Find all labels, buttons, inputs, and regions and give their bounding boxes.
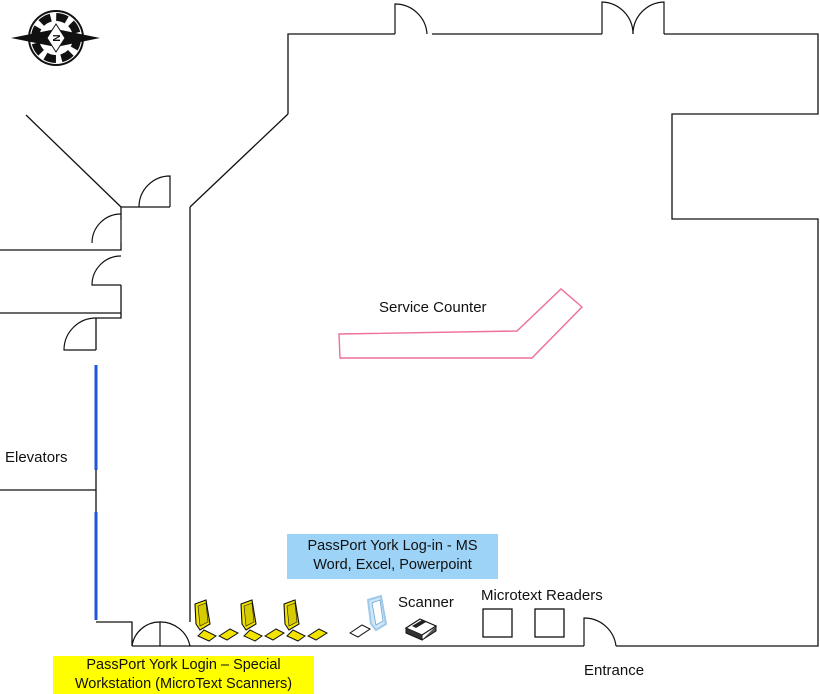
passport-special-note-line2: Workstation (MicroText Scanners): [74, 676, 293, 692]
computer-icon: [240, 599, 286, 642]
computer-icon: [349, 594, 388, 638]
computer-icon: [283, 599, 329, 642]
compass-rose-icon: N: [11, 10, 100, 66]
service-counter-shape: [338, 288, 584, 359]
passport-ms-note-line1: PassPort York Log-in - MS: [307, 538, 478, 554]
passport-ms-note-line2: Word, Excel, Powerpoint: [313, 557, 472, 573]
computer-icon: [194, 599, 240, 642]
entrance-label: Entrance: [584, 662, 645, 679]
passport-special-note-line1: PassPort York Login – Special: [86, 657, 281, 673]
doors: [63, 1, 665, 647]
passport-ms-note: PassPort York Log-in - MS Word, Excel, P…: [287, 534, 498, 579]
building-walls: [0, 33, 819, 647]
compass-north-letter: N: [52, 34, 63, 41]
microtext-reader-icon: [482, 608, 513, 638]
microtext-readers-label: Microtext Readers: [481, 587, 603, 604]
scanner-icon: [404, 618, 438, 641]
passport-special-note: PassPort York Login – Special Workstatio…: [53, 656, 314, 694]
microtext-reader-icon: [534, 608, 565, 638]
service-counter-label: Service Counter: [379, 299, 487, 316]
elevators-label: Elevators: [5, 449, 68, 466]
scanner-label: Scanner: [398, 594, 454, 611]
